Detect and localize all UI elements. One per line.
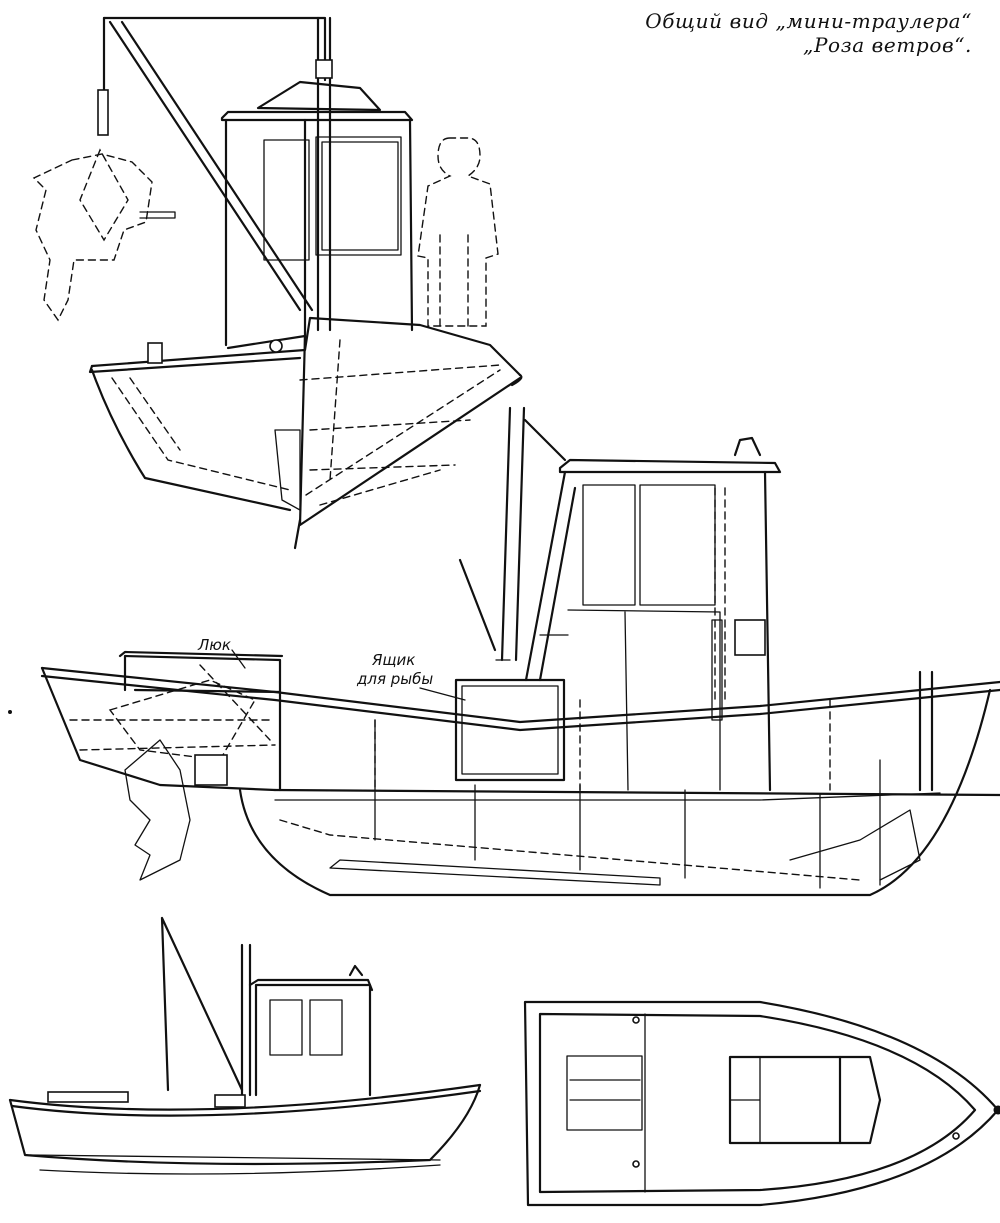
small-window-2 — [309, 999, 343, 1056]
small-window-1 — [269, 999, 303, 1056]
small-side-view — [8, 916, 482, 1175]
small-gunwale — [8, 1083, 482, 1111]
forefoot — [789, 809, 921, 881]
caption-line-2: „Роза ветров“. — [803, 33, 972, 57]
wheelhouse-front-post — [538, 486, 577, 682]
hull-side-port — [90, 368, 292, 512]
wheelhouse-fitting — [734, 619, 766, 656]
cabin-front-window — [315, 136, 402, 256]
wheelhouse-window-2 — [639, 484, 716, 606]
plan-cleat-2 — [632, 1160, 640, 1168]
caption-line-1: Общий вид „мини-траулера“ — [645, 9, 972, 33]
wheelhouse-roof — [558, 458, 782, 474]
fish-box-label-line-2: для рыбы — [357, 670, 434, 688]
cabin-roof-edge — [220, 110, 414, 122]
plan-inner — [538, 1012, 977, 1194]
fish-box-label-line-1: Ящик — [372, 651, 416, 669]
motor-tiller — [139, 211, 176, 219]
plan-stem — [993, 1105, 1000, 1115]
stray-dot — [8, 710, 12, 714]
boom — [458, 558, 497, 652]
hatch-label: Люк — [198, 636, 231, 654]
motor-sling — [79, 148, 129, 242]
outboard-motor-silhouette — [32, 153, 153, 322]
small-cabin-roof — [248, 978, 374, 992]
keel — [293, 518, 302, 550]
small-hatch — [47, 1091, 129, 1103]
mast-stay — [523, 418, 567, 462]
motor-clamp — [194, 754, 228, 786]
plan-wheelhouse-windows — [729, 1056, 761, 1144]
deck-line — [90, 316, 522, 377]
winch-drum — [269, 339, 283, 353]
hatch-cover — [118, 650, 284, 658]
small-cabin — [254, 983, 372, 1097]
small-waterline — [39, 1164, 441, 1175]
davit-top-arm — [102, 16, 327, 82]
rudder-fragment — [274, 429, 301, 511]
small-gunwale-inner — [10, 1089, 482, 1117]
aft-deck-rail — [226, 334, 307, 350]
wheelhouse-window-1 — [582, 484, 636, 606]
plan-outline — [523, 1000, 1000, 1207]
mast-fittings — [495, 634, 569, 661]
plan-cleat-3 — [952, 1132, 960, 1140]
fish-box — [454, 678, 566, 782]
fish-box-inner — [461, 685, 559, 775]
forward-bitt — [918, 670, 934, 792]
motor-head — [108, 679, 256, 761]
cabin-roof — [256, 80, 382, 112]
hull-frames — [111, 339, 501, 506]
fish-box-leader — [419, 687, 466, 701]
side-section-view — [8, 406, 1000, 897]
person-silhouette — [417, 137, 499, 327]
small-fish-box — [214, 1094, 246, 1108]
motor-leg — [124, 739, 191, 881]
keel-batten — [329, 859, 661, 886]
person-legs — [439, 234, 469, 331]
keelson-dashed — [279, 819, 861, 881]
davit-block — [97, 89, 109, 136]
cabin-door-window — [263, 139, 310, 261]
plan-hatch-battens — [569, 1079, 641, 1101]
small-roof-light — [348, 964, 364, 977]
sheer-line — [40, 666, 1000, 724]
small-hull — [8, 1083, 482, 1166]
small-mast — [240, 943, 252, 1097]
roof-light — [733, 436, 762, 457]
transom — [40, 666, 277, 792]
transom-top — [88, 356, 302, 374]
bow-cap — [510, 373, 523, 387]
wheelhouse-lower — [567, 609, 721, 791]
wheelhouse-door-dashed — [714, 487, 726, 701]
deck-bollard — [147, 342, 163, 364]
small-boot-top — [29, 1154, 441, 1161]
plan-view — [523, 1000, 1000, 1207]
hatch-leader — [231, 649, 246, 669]
hull-bottom — [238, 688, 992, 897]
wheelhouse-posts — [524, 470, 772, 792]
hatch-coaming — [123, 654, 282, 792]
aft-frames — [69, 664, 276, 751]
small-davit — [160, 916, 244, 1092]
gunwale-inner — [40, 674, 1000, 732]
mast-side — [500, 406, 526, 662]
davit-boom — [108, 20, 314, 312]
plan-wheelhouse-front — [838, 1055, 882, 1145]
plan-hatch — [566, 1055, 643, 1131]
steering-column — [711, 619, 723, 721]
cabin-window-frame — [321, 141, 399, 251]
stern-perspective-view — [32, 16, 523, 550]
cabin-walls — [224, 118, 414, 347]
deck-line-mid — [273, 788, 1000, 797]
mast-fitting — [315, 59, 333, 79]
plan-cleat-1 — [632, 1016, 640, 1024]
